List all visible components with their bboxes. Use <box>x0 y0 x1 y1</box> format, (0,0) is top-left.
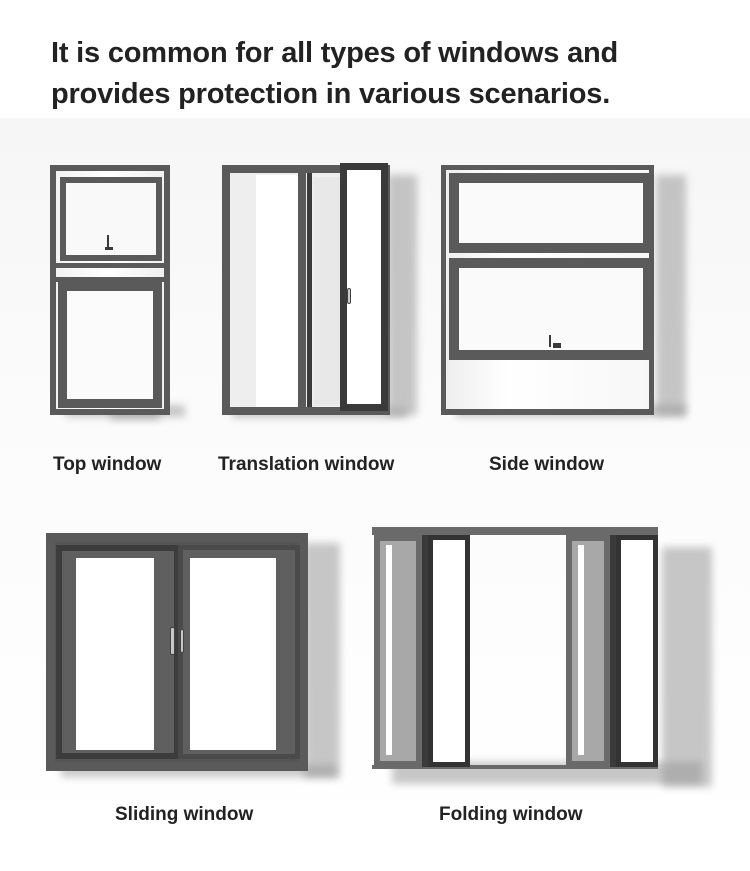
caption-sliding-window: Sliding window <box>115 804 254 825</box>
caption-top-window: Top window <box>53 454 162 475</box>
headline-line-2: provides protection in various scenarios… <box>51 78 611 110</box>
caption-folding-window: Folding window <box>439 804 583 825</box>
caption-side-window: Side window <box>489 454 605 475</box>
top-window-image <box>50 165 210 420</box>
translation-window-image <box>222 163 422 418</box>
side-window-image <box>441 165 741 420</box>
folding-window-image <box>372 527 732 797</box>
page-headline: It is common for all types of windows an… <box>51 33 731 115</box>
caption-translation-window: Translation window <box>218 454 395 475</box>
sliding-window-image <box>46 533 346 783</box>
headline-line-1: It is common for all types of windows an… <box>51 37 619 69</box>
